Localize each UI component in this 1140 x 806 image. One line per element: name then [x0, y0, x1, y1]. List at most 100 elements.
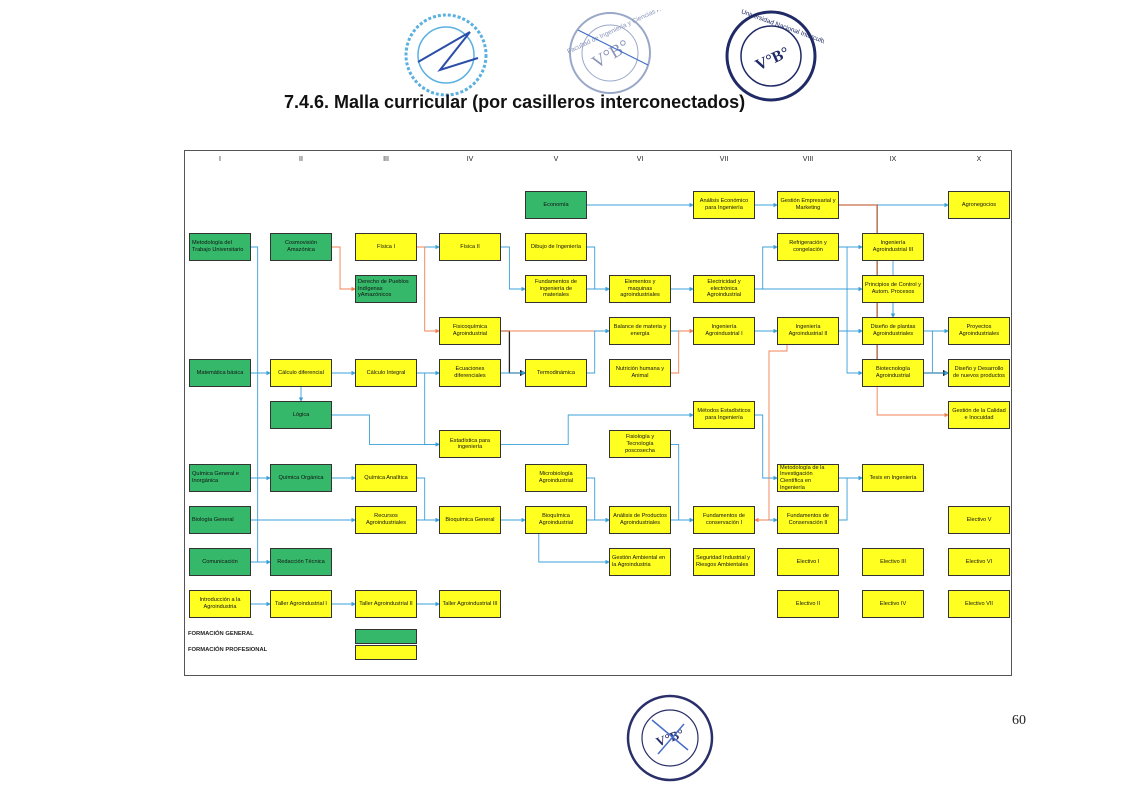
course-box-c50: Ingeniería Agroindustrial III [862, 233, 924, 261]
course-box-c8: Cálculo diferencial [270, 359, 332, 387]
prerequisite-link-9 [332, 414, 440, 447]
course-box-c46: Metodología de la Investigación Científi… [777, 464, 839, 492]
course-box-c48: Electivo I [777, 548, 839, 576]
course-box-c16: Química Analítica [355, 464, 417, 492]
course-box-c25: Economía [525, 191, 587, 219]
course-box-c13: Física I [355, 233, 417, 261]
course-box-c49: Electivo II [777, 590, 839, 618]
course-box-c20: Fisicoquímica Agroindustrial [439, 317, 501, 345]
course-box-c59: Diseño y Desarrollo de nuevos productos [948, 359, 1010, 387]
prerequisite-link-0 [251, 246, 271, 565]
prerequisite-link-25 [501, 519, 610, 565]
university-stamp: V°B° Universidad Nacional Intercultural … [725, 8, 824, 102]
course-box-c12: Taller Agroindustrial I [270, 590, 332, 618]
course-box-c29: Microbiología Agroindustrial [525, 464, 587, 492]
semester-label-5: V [553, 156, 559, 163]
course-box-c38: Electricidad y electrónica Agroindustria… [693, 275, 755, 303]
prerequisite-link-13 [417, 246, 440, 334]
course-box-c11: Redacción Técnica [270, 548, 332, 576]
course-box-c56: Electivo IV [862, 590, 924, 618]
bottom-stamp: V°B° [626, 694, 714, 782]
course-box-c21: Ecuaciones diferenciales [439, 359, 501, 387]
course-box-c17: Recursos Agroindustriales [355, 506, 417, 534]
course-box-c15: Cálculo Integral [355, 359, 417, 387]
course-box-c61: Electivo V [948, 506, 1010, 534]
course-box-c52: Diseño de plantas Agroindustriales [862, 317, 924, 345]
prerequisite-link-20 [501, 330, 527, 377]
course-box-c36: Gestión Ambiental en la Agroindustria [609, 548, 671, 576]
semester-label-9: IX [889, 156, 897, 163]
page-title: 7.4.6. Malla curricular (por casilleros … [284, 92, 746, 112]
course-box-c27: Fundamentos de ingeniería de materiales [525, 275, 587, 303]
prerequisite-link-35 [671, 328, 694, 374]
course-box-c5: Comunicación [189, 548, 251, 576]
prerequisite-link-42 [755, 414, 778, 481]
prerequisite-link-23 [501, 412, 694, 445]
prerequisite-link-29 [587, 328, 610, 374]
course-box-c33: Nutrición humana y Animal [609, 359, 671, 387]
course-box-c40: Métodos Estadísticos para Ingeniería [693, 401, 755, 429]
course-box-c7: Cosmovisión Amazónica [270, 233, 332, 261]
bottom-stamp-mark: V°B° [654, 726, 686, 750]
course-box-c54: Tesis en Ingeniería [862, 464, 924, 492]
semester-label-1: I [219, 156, 221, 163]
semester-label-7: VII [719, 156, 729, 163]
course-box-c34: Fisiología y Tecnología poscosecha [609, 430, 671, 459]
course-box-c26: Dibujo de Ingeniería [525, 233, 587, 261]
prerequisite-link-27 [587, 246, 610, 292]
course-box-c45: Ingeniería Agroindustrial II [777, 317, 839, 345]
legend-profesional-label: FORMACIÓN PROFESIONAL [188, 647, 268, 653]
course-box-c62: Electivo VI [948, 548, 1010, 576]
prerequisite-link-30 [587, 477, 610, 523]
course-box-c23: Bioquímica General [439, 506, 501, 534]
course-box-c30: Bioquímica Agroindustrial [525, 506, 587, 534]
course-box-c51: Principios de Control y Autom. Procesos [862, 275, 924, 303]
faculty-stamp: V°B° Facultad de Ingeniería y Ciencias A… [566, 10, 662, 94]
course-box-c39: Ingeniería Agroindustrial I [693, 317, 755, 345]
semester-label-10: X [976, 156, 982, 163]
course-box-c44: Refrigeración y congelación [777, 233, 839, 261]
legend-general-label: FORMACIÓN GENERAL [188, 631, 254, 637]
seal-stamp-1 [404, 13, 488, 97]
course-box-c4: Biología General [189, 506, 251, 534]
prerequisite-link-15 [417, 372, 440, 447]
course-box-c18: Taller Agroindustrial II [355, 590, 417, 618]
prerequisite-link-46 [839, 204, 949, 418]
course-box-c19: Física II [439, 233, 501, 261]
course-box-c3: Química General e Inorgánica [189, 464, 251, 492]
prerequisite-link-57 [924, 330, 949, 376]
legend-profesional-swatch [355, 645, 417, 660]
semester-label-6: VI [636, 156, 644, 163]
semester-label-3: III [383, 156, 389, 163]
semester-label-4: IV [466, 156, 474, 163]
course-box-c31: Elementos y maquinas agroindustriales [609, 275, 671, 303]
prerequisite-link-39 [755, 244, 778, 290]
university-stamp-mark: V°B° [753, 44, 792, 74]
course-box-c2: Matemática básica [189, 359, 251, 387]
course-box-c41: Fundamentos de conservación I [693, 506, 755, 534]
course-box-c28: Termodinámica [525, 359, 587, 387]
course-box-c55: Electivo III [862, 548, 924, 576]
course-box-c63: Electivo VII [948, 590, 1010, 618]
course-box-c42: Seguridad Industrial y Riesgos Ambiental… [693, 548, 755, 576]
course-box-c1: Metodología del Trabajo Universitario [189, 233, 251, 261]
course-box-c10: Química Orgánica [270, 464, 332, 492]
course-box-c22: Estadística para ingeniería [439, 430, 501, 459]
legend-general-swatch [355, 629, 417, 644]
course-box-c53: Biotecnología Agroindustrial [862, 359, 924, 387]
course-box-c47: Fundamentos de Conservación II [777, 506, 839, 534]
course-box-c14: Derecho de Pueblos Indígenas yAmazónicos [355, 275, 417, 303]
course-box-c43: Gestión Empresarial y Marketing [777, 191, 839, 219]
connection-lines [251, 202, 950, 607]
prerequisite-link-19 [501, 246, 526, 292]
course-box-c35: Análisis de Productos Agroindustriales [609, 506, 671, 534]
prerequisite-link-36 [671, 443, 694, 523]
course-box-c57: Agronegocios [948, 191, 1010, 219]
prerequisite-link-16 [417, 477, 440, 523]
course-box-c60: Gestión de la Calidad e Inocuidad [948, 401, 1010, 429]
prerequisite-link-6 [332, 246, 356, 292]
semester-label-2: II [299, 156, 303, 163]
course-box-c37: Análisis Económico para Ingeniería [693, 191, 755, 219]
prerequisite-link-51 [754, 345, 788, 523]
